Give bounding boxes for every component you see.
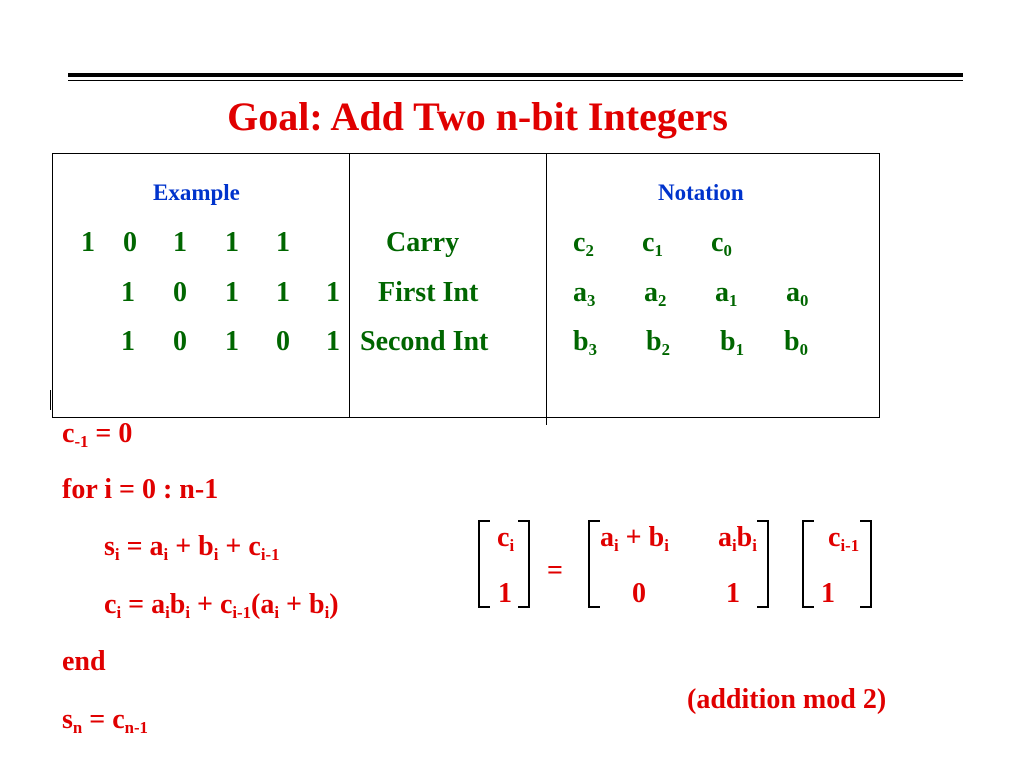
top-rule-thick bbox=[68, 73, 963, 77]
notation-symbol: a2 bbox=[644, 277, 667, 311]
matrix-cell: ai + bi bbox=[600, 522, 669, 556]
top-rule-thin bbox=[68, 80, 963, 81]
bit-cell: 1 bbox=[326, 277, 340, 308]
bit-cell: 1 bbox=[225, 277, 239, 308]
vector-cprev: ci-1 bbox=[828, 522, 860, 556]
bit-cell: 1 bbox=[225, 227, 239, 258]
bit-cell: 1 bbox=[121, 277, 135, 308]
matrix-cell: 1 bbox=[726, 578, 740, 609]
matrix-cell: aibi bbox=[718, 522, 757, 556]
left-bracket bbox=[588, 520, 600, 608]
notation-symbol: b1 bbox=[720, 326, 744, 360]
bit-cell: 0 bbox=[173, 277, 187, 308]
notation-symbol: c2 bbox=[573, 227, 594, 261]
final-line: sn = cn-1 bbox=[62, 704, 148, 738]
addition-mod-note: (addition mod 2) bbox=[687, 684, 887, 715]
bit-table bbox=[52, 153, 880, 418]
bit-cell: 1 bbox=[276, 277, 290, 308]
notation-symbol: a1 bbox=[715, 277, 738, 311]
left-bracket bbox=[478, 520, 490, 608]
example-header: Example bbox=[153, 180, 240, 205]
table-edge-tick bbox=[50, 390, 51, 410]
vector-one: 1 bbox=[821, 578, 835, 609]
notation-symbol: a3 bbox=[573, 277, 596, 311]
bit-cell: 1 bbox=[225, 326, 239, 357]
notation-symbol: b3 bbox=[573, 326, 597, 360]
loop-line: for i = 0 : n-1 bbox=[62, 474, 219, 505]
init-line: c-1 = 0 bbox=[62, 418, 133, 452]
vector-one: 1 bbox=[498, 578, 512, 609]
right-bracket bbox=[518, 520, 530, 608]
notation-header: Notation bbox=[658, 180, 744, 205]
bit-cell: 0 bbox=[123, 227, 137, 258]
matrix-cell: 0 bbox=[632, 578, 646, 609]
row-label: First Int bbox=[378, 277, 479, 308]
row-label: Carry bbox=[386, 227, 460, 258]
bit-cell: 0 bbox=[173, 326, 187, 357]
slide-title: Goal: Add Two n-bit Integers bbox=[227, 94, 728, 139]
table-divider-1 bbox=[349, 153, 350, 417]
right-bracket bbox=[757, 520, 769, 608]
bit-cell: 1 bbox=[173, 227, 187, 258]
notation-symbol: b0 bbox=[784, 326, 808, 360]
equals-sign: = bbox=[547, 555, 563, 586]
table-divider-2 bbox=[546, 153, 547, 425]
bit-cell: 1 bbox=[326, 326, 340, 357]
notation-symbol: c1 bbox=[642, 227, 663, 261]
sum-formula: si = ai + bi + ci-1 bbox=[104, 531, 280, 565]
right-bracket bbox=[860, 520, 872, 608]
carry-formula: ci = aibi + ci-1(ai + bi) bbox=[104, 589, 339, 623]
vector-ci: ci bbox=[497, 522, 515, 556]
bit-cell: 1 bbox=[276, 227, 290, 258]
notation-symbol: c0 bbox=[711, 227, 732, 261]
bit-cell: 1 bbox=[81, 227, 95, 258]
left-bracket bbox=[802, 520, 814, 608]
bit-cell: 1 bbox=[121, 326, 135, 357]
notation-symbol: a0 bbox=[786, 277, 809, 311]
end-line: end bbox=[62, 646, 106, 677]
bit-cell: 0 bbox=[276, 326, 290, 357]
notation-symbol: b2 bbox=[646, 326, 670, 360]
row-label: Second Int bbox=[360, 326, 489, 357]
